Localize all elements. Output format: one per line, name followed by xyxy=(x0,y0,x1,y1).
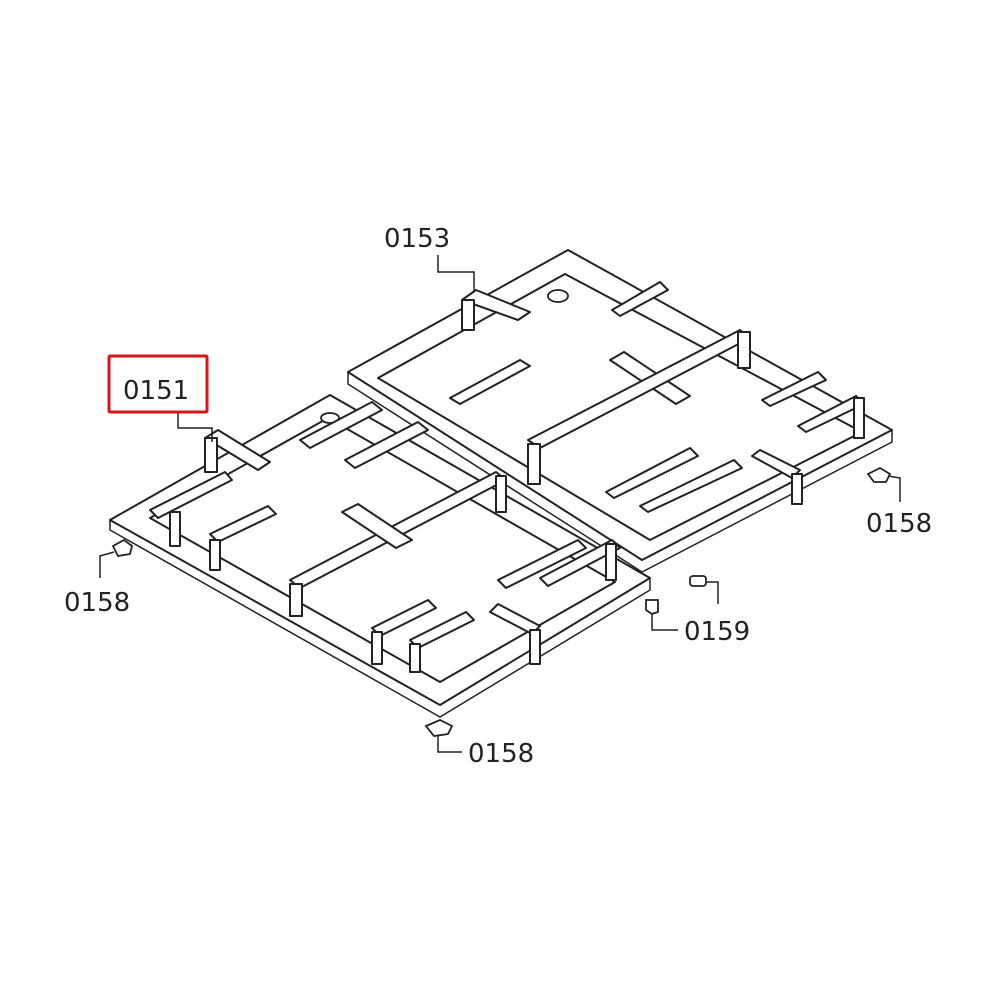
grate-0151-post xyxy=(169,511,181,547)
grate-0153-bar xyxy=(449,359,531,405)
grate-0153-post xyxy=(853,397,865,439)
highlight-box-0151 xyxy=(107,354,209,414)
part-0159-upper xyxy=(689,575,707,587)
grate-0151-post xyxy=(495,475,507,513)
callout-0158-right: 0158 xyxy=(866,509,932,539)
foot-0158-right xyxy=(866,466,892,483)
callout-0151: 0151 xyxy=(123,376,189,406)
leader-0158-left xyxy=(99,551,115,578)
callout-0158-left: 0158 xyxy=(64,588,130,618)
grate-0151-hole xyxy=(320,412,340,424)
grate-0151-bar xyxy=(539,539,621,587)
grate-0153-post xyxy=(737,331,751,369)
leader-0159-upper xyxy=(706,581,719,604)
grate-0151 xyxy=(109,394,651,718)
grate-0153-frame-edge xyxy=(347,372,893,573)
grate-0151-bar xyxy=(299,401,383,449)
leader-0159-lower xyxy=(651,614,678,631)
grate-0151-post xyxy=(605,543,617,581)
grate-0151-bar xyxy=(204,429,271,471)
foot-0158-left xyxy=(111,538,134,557)
callout-0158-bottom: 0158 xyxy=(468,739,534,769)
grate-0153-hole xyxy=(547,289,569,303)
leader-0151 xyxy=(177,412,213,442)
grate-0151-bar xyxy=(497,539,587,589)
grate-0151-post xyxy=(409,643,421,673)
grate-0151-frame-edge xyxy=(109,520,651,718)
leader-0158-bottom xyxy=(437,736,462,753)
callout-0159: 0159 xyxy=(684,617,750,647)
grate-0151-bar xyxy=(344,421,429,469)
grate-0151-post xyxy=(371,631,383,665)
part-0159-lower xyxy=(645,599,659,615)
grate-0153-bar xyxy=(639,459,743,513)
grate-0151-post xyxy=(209,539,221,571)
grate-0153-post xyxy=(527,443,541,485)
grate-0153-bar xyxy=(461,289,531,321)
callout-0153: 0153 xyxy=(384,224,450,254)
foot-0158-bottom xyxy=(424,719,454,737)
grate-0151-bar xyxy=(341,503,413,549)
grate-0153-post xyxy=(791,473,803,505)
leader-0153 xyxy=(437,255,475,292)
grate-0153-bar xyxy=(605,447,699,499)
grate-0153-bar xyxy=(611,281,669,317)
grate-0153-post xyxy=(461,299,475,331)
grate-0153 xyxy=(347,249,893,573)
grate-0153-bar xyxy=(761,371,827,407)
grate-0151-post xyxy=(529,629,541,665)
grate-0151-post xyxy=(204,437,218,473)
grate-0151-post xyxy=(289,583,303,617)
leader-0158-right xyxy=(887,475,901,502)
grate-0151-bar xyxy=(149,471,233,519)
